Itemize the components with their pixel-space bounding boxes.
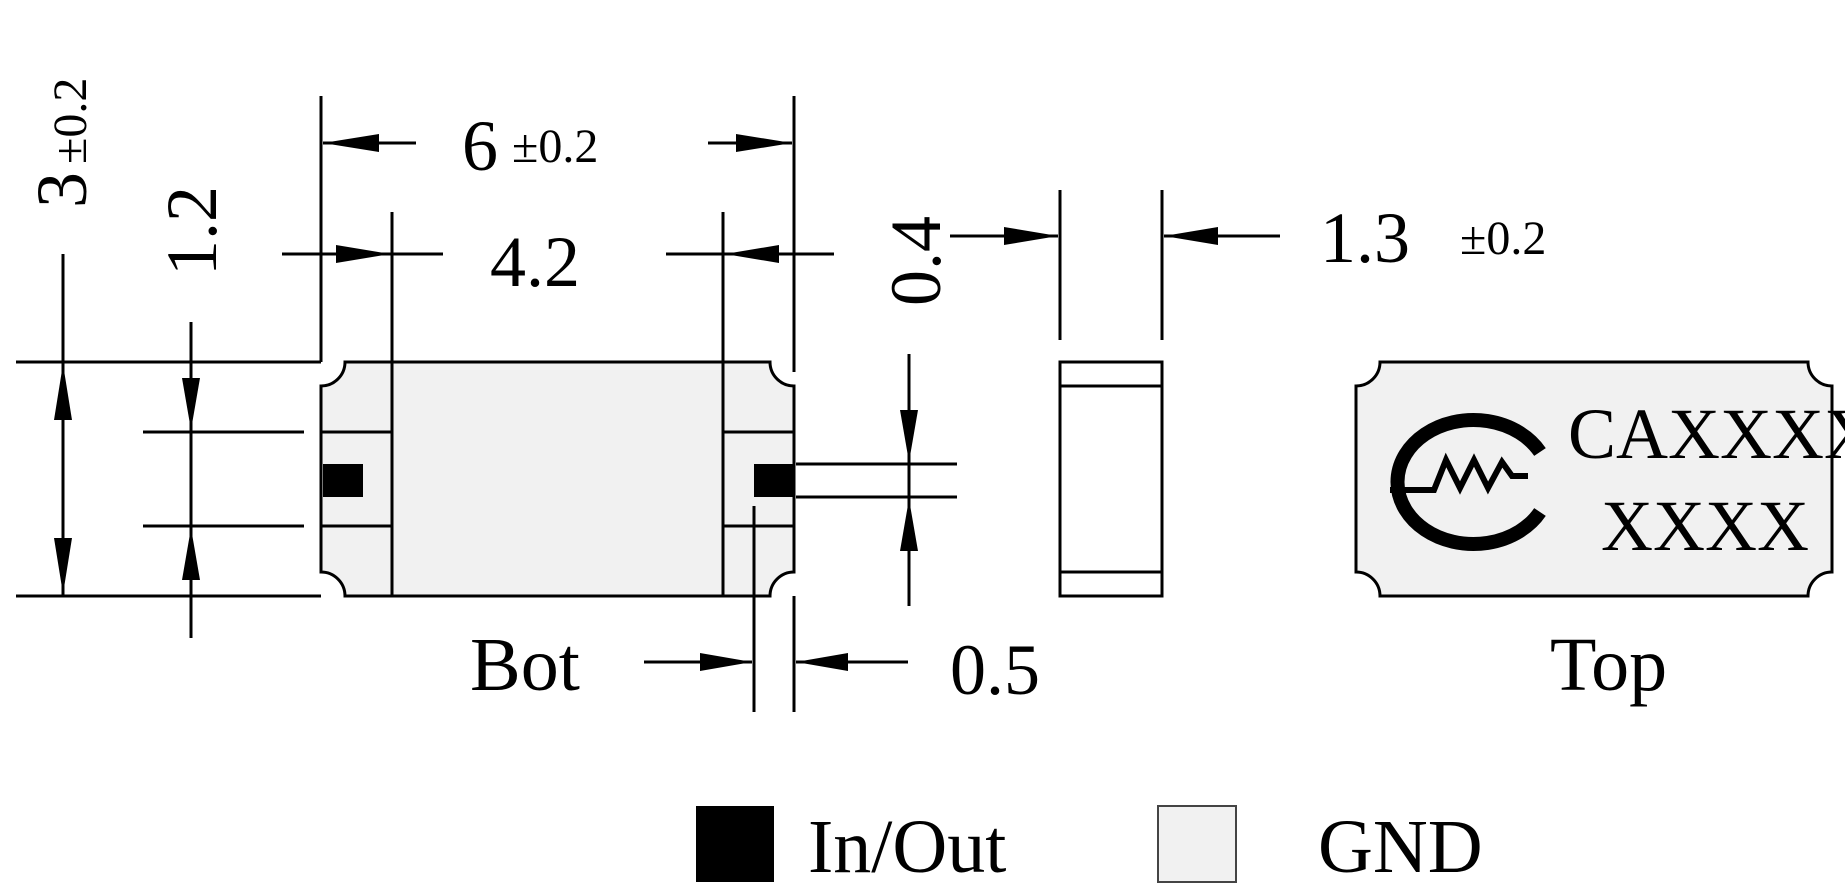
- dimension-height: 3 ±0.2: [16, 78, 321, 598]
- right-pin: [754, 464, 794, 497]
- left-pin: [323, 464, 363, 497]
- pin-width-value: 0.5: [950, 630, 1040, 710]
- width-tolerance: ±0.2: [512, 120, 598, 173]
- cmw-logo: [1390, 413, 1546, 551]
- legend-in-out-swatch: [696, 806, 774, 882]
- bottom-view-body: [319, 360, 796, 598]
- dimension-side-width: 1.3 ±0.2: [950, 190, 1546, 340]
- dimension-pin-height: 0.4: [796, 216, 957, 606]
- right-pad-outline: [721, 430, 794, 528]
- bottom-view: [319, 360, 796, 598]
- side-width-main-value: 1.3: [1320, 198, 1410, 278]
- height-main-value: 3: [22, 172, 102, 208]
- pad-gap-value: 4.2: [490, 222, 580, 302]
- dimension-pin-width: 0.5: [644, 506, 1040, 712]
- top-view-label: Top: [1550, 623, 1667, 707]
- dimension-width: 6 ±0.2: [319, 96, 796, 372]
- legend-gnd-label: GND: [1318, 805, 1483, 886]
- marking-line-2: XXXX: [1601, 486, 1809, 566]
- legend: In/Out GND: [696, 805, 1483, 886]
- dimension-pad-gap: 4.2: [282, 212, 834, 362]
- bottom-view-label: Bot: [470, 623, 580, 707]
- pin-height-value: 0.4: [876, 216, 956, 306]
- legend-gnd-swatch: [1157, 805, 1237, 883]
- side-view: [1058, 360, 1164, 598]
- legend-in-out-label: In/Out: [808, 805, 1006, 886]
- width-main-value: 6: [462, 106, 498, 186]
- side-view-body: [1058, 360, 1164, 598]
- dimension-pad-height: 1.2: [143, 186, 304, 638]
- left-pad-outline: [321, 430, 394, 528]
- side-width-tolerance: ±0.2: [1460, 212, 1546, 265]
- pad-height-value: 1.2: [152, 186, 232, 276]
- height-tolerance: ±0.2: [44, 78, 97, 164]
